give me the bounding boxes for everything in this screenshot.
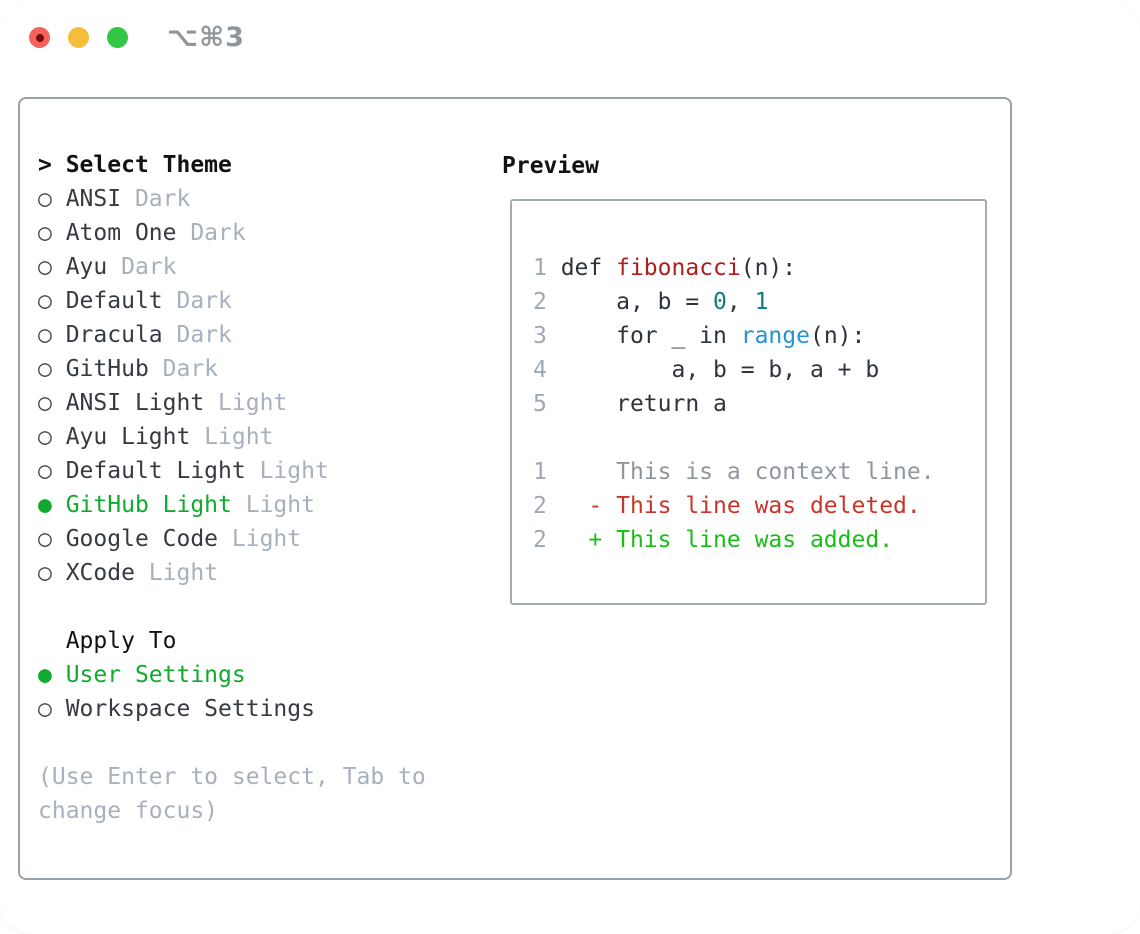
theme-option-ansi-light-light[interactable]: ○ ANSI Light Light bbox=[38, 386, 426, 420]
help-text-line-2: change focus) bbox=[38, 798, 219, 824]
apply-to-header: Apply To bbox=[65, 628, 177, 654]
record-dot-icon bbox=[35, 33, 44, 42]
theme-variant: Light bbox=[245, 458, 329, 484]
radio-unselected-icon: ○ bbox=[38, 696, 52, 722]
theme-option-default-dark[interactable]: ○ Default Dark bbox=[38, 284, 426, 318]
theme-name: ANSI Light bbox=[51, 390, 205, 416]
theme-variant: Dark bbox=[121, 186, 191, 212]
theme-name: Atom One bbox=[51, 220, 177, 246]
line-number: 3 bbox=[533, 323, 547, 349]
preview-box: 1 def fibonacci(n): 2 a, b = 0, 1 3 for _ … bbox=[510, 199, 987, 605]
radio-unselected-icon: ○ bbox=[38, 288, 52, 314]
radio-unselected-icon: ○ bbox=[38, 322, 52, 348]
line-number: 1 bbox=[533, 255, 547, 281]
radio-unselected-icon: ○ bbox=[38, 560, 52, 586]
theme-option-atom-one-dark[interactable]: ○ Atom One Dark bbox=[38, 216, 426, 250]
radio-selected-icon: ● bbox=[38, 662, 52, 688]
radio-selected-icon: ● bbox=[38, 492, 52, 518]
theme-variant: Dark bbox=[162, 288, 232, 314]
traffic-lights bbox=[29, 27, 128, 48]
diff-line: 2 + This line was added. bbox=[533, 527, 894, 553]
minimize-button[interactable] bbox=[68, 27, 89, 48]
code-line: 4 a, b = b, a + b bbox=[533, 357, 880, 383]
theme-variant: Dark bbox=[176, 220, 246, 246]
diff-line: 2 - This line was deleted. bbox=[533, 493, 921, 519]
radio-unselected-icon: ○ bbox=[38, 424, 52, 450]
theme-variant: Light bbox=[190, 424, 274, 450]
spacer bbox=[38, 590, 426, 624]
theme-list: ○ ANSI Dark○ Atom One Dark○ Ayu Dark○ De… bbox=[38, 182, 426, 590]
theme-variant: Dark bbox=[162, 322, 232, 348]
radio-unselected-icon: ○ bbox=[38, 356, 52, 382]
code-line: 1 def fibonacci(n): bbox=[533, 255, 797, 281]
line-number: 2 bbox=[533, 527, 547, 553]
theme-option-default-light-light[interactable]: ○ Default Light Light bbox=[38, 454, 426, 488]
apply-option-name: Workspace Settings bbox=[51, 696, 315, 722]
window-title: ⌥⌘3 bbox=[167, 22, 245, 53]
theme-name: GitHub Light bbox=[51, 492, 232, 518]
select-theme-label: Select Theme bbox=[65, 152, 232, 178]
theme-variant: Dark bbox=[148, 356, 219, 382]
preview-header: Preview bbox=[502, 153, 599, 179]
theme-variant: Light bbox=[134, 560, 219, 586]
line-number: 1 bbox=[533, 459, 547, 485]
theme-option-dracula-dark[interactable]: ○ Dracula Dark bbox=[38, 318, 426, 352]
radio-unselected-icon: ○ bbox=[38, 220, 52, 246]
theme-name: XCode bbox=[51, 560, 135, 586]
theme-name: ANSI bbox=[51, 186, 122, 212]
theme-option-ayu-dark[interactable]: ○ Ayu Dark bbox=[38, 250, 426, 284]
cursor-caret-icon: > bbox=[38, 152, 52, 178]
theme-name: Google Code bbox=[51, 526, 219, 552]
radio-unselected-icon: ○ bbox=[38, 390, 52, 416]
spacer bbox=[38, 726, 426, 760]
radio-unselected-icon: ○ bbox=[38, 526, 52, 552]
theme-name: Default Light bbox=[51, 458, 246, 484]
radio-unselected-icon: ○ bbox=[38, 186, 52, 212]
apply-option-workspace-settings[interactable]: ○ Workspace Settings bbox=[38, 692, 426, 726]
theme-variant: Light bbox=[218, 526, 302, 552]
theme-option-ansi-dark[interactable]: ○ ANSI Dark bbox=[38, 182, 426, 216]
zoom-button[interactable] bbox=[107, 27, 128, 48]
theme-name: Ayu bbox=[51, 254, 108, 280]
theme-name: GitHub bbox=[51, 356, 149, 382]
theme-option-github-light-light[interactable]: ● GitHub Light Light bbox=[38, 488, 426, 522]
diff-line: 1 This is a context line. bbox=[533, 459, 935, 485]
line-number: 2 bbox=[533, 493, 547, 519]
line-number: 2 bbox=[533, 289, 547, 315]
theme-variant: Dark bbox=[107, 254, 177, 280]
theme-option-google-code-light[interactable]: ○ Google Code Light bbox=[38, 522, 426, 556]
theme-option-github-dark[interactable]: ○ GitHub Dark bbox=[38, 352, 426, 386]
theme-selector-panel: >Select Theme ○ ANSI Dark○ Atom One Dark… bbox=[18, 97, 1012, 880]
code-line: 3 for _ in range(n): bbox=[533, 323, 866, 349]
theme-name: Default bbox=[51, 288, 163, 314]
close-button[interactable] bbox=[29, 27, 50, 48]
theme-variant: Light bbox=[204, 390, 288, 416]
code-line: 2 a, b = 0, 1 bbox=[533, 289, 769, 315]
help-text-line-1: (Use Enter to select, Tab to bbox=[38, 764, 426, 790]
theme-option-xcode-light[interactable]: ○ XCode Light bbox=[38, 556, 426, 590]
theme-variant: Light bbox=[231, 492, 315, 518]
theme-name: Dracula bbox=[51, 322, 163, 348]
line-number: 4 bbox=[533, 357, 547, 383]
radio-unselected-icon: ○ bbox=[38, 458, 52, 484]
diff-preview-block: 1 This is a context line. 2 - This line w… bbox=[533, 455, 985, 557]
line-number: 5 bbox=[533, 391, 547, 417]
radio-unselected-icon: ○ bbox=[38, 254, 52, 280]
theme-name: Ayu Light bbox=[51, 424, 191, 450]
apply-option-name: User Settings bbox=[51, 662, 246, 688]
select-theme-header: > Select Theme bbox=[38, 148, 426, 182]
theme-option-ayu-light-light[interactable]: ○ Ayu Light Light bbox=[38, 420, 426, 454]
theme-list-column: >Select Theme ○ ANSI Dark○ Atom One Dark… bbox=[38, 148, 426, 828]
apply-to-list: ● User Settings○ Workspace Settings bbox=[38, 658, 426, 726]
code-line: 5 return a bbox=[533, 391, 727, 417]
code-preview-block: 1 def fibonacci(n): 2 a, b = 0, 1 3 for _ … bbox=[533, 251, 985, 421]
apply-option-user-settings[interactable]: ● User Settings bbox=[38, 658, 426, 692]
